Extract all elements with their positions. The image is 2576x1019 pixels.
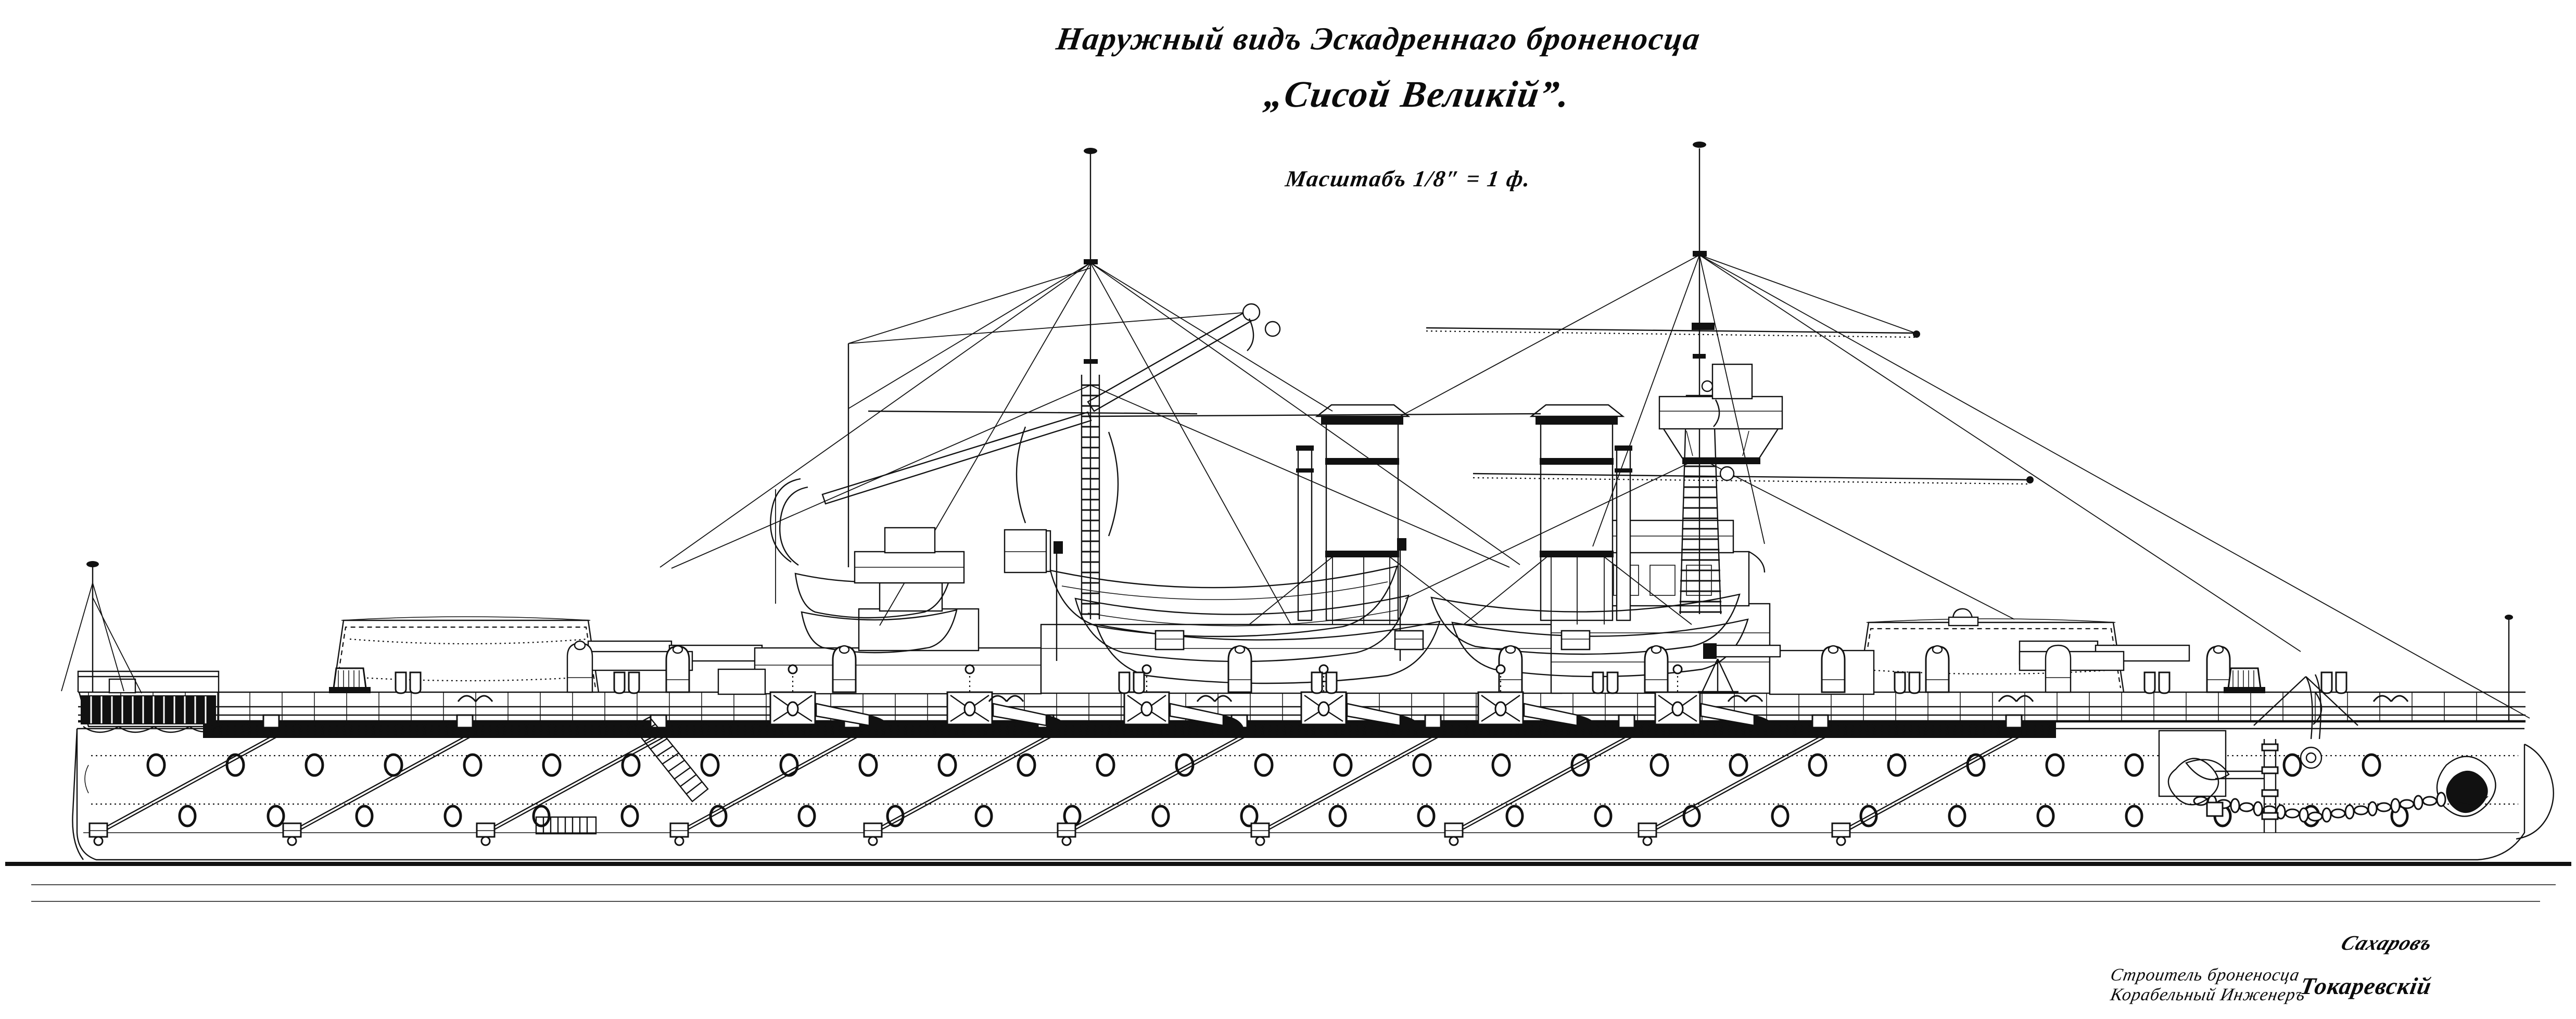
rudder-and-propeller xyxy=(2158,730,2279,833)
stern-davit xyxy=(2253,674,2358,769)
deck-fitting-group xyxy=(329,630,2409,702)
baseline-group xyxy=(5,862,2571,902)
bow-structure xyxy=(61,561,220,733)
ensign-staff xyxy=(2505,615,2513,721)
foremast-ratlines xyxy=(1082,384,1099,615)
funnel-group xyxy=(1249,404,1692,625)
fighting-top xyxy=(1658,363,1783,464)
casemate-gun-group xyxy=(769,664,1775,729)
accommodation-ladder xyxy=(535,716,709,835)
torpedo-net-shelf xyxy=(203,722,2056,738)
searchlight xyxy=(1004,529,1047,574)
foremast xyxy=(659,148,1541,626)
forward-funnel xyxy=(1249,404,1479,625)
aft-deck-gun xyxy=(1698,643,1781,694)
bower-anchor xyxy=(2193,756,2496,823)
porthole-row-upper xyxy=(146,753,2381,777)
ships-boats xyxy=(770,478,1749,684)
ventilator-cowl-group xyxy=(665,645,2231,693)
after-funnel xyxy=(1463,404,1692,625)
mainmast-ratlines xyxy=(1679,465,1722,613)
mainmast xyxy=(1400,142,2530,719)
after-turret xyxy=(1857,608,2190,693)
forward-bridge xyxy=(854,527,965,584)
anchor-chain xyxy=(2193,792,2446,823)
